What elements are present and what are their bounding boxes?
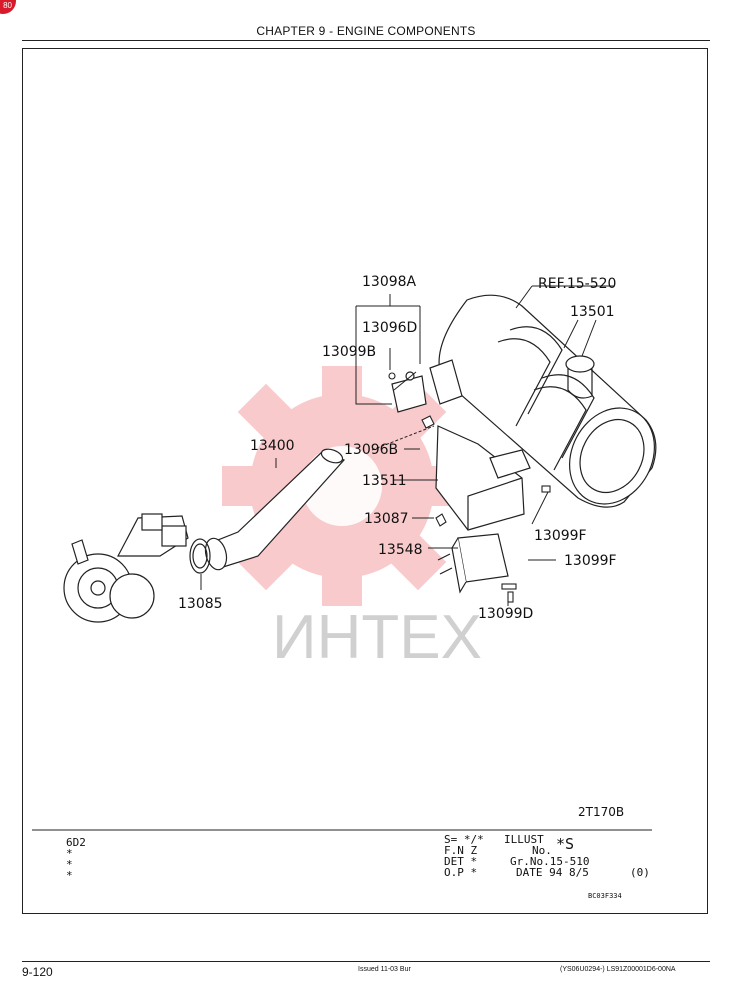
drawing-code: 2T170B xyxy=(578,805,624,819)
callout-13096B: 13096B xyxy=(344,442,398,458)
leader-lines xyxy=(200,285,614,606)
info-r1c: *S xyxy=(556,835,574,853)
info-r2b: No. xyxy=(532,844,552,857)
info-r2a: F.N Z xyxy=(444,844,477,857)
info-r4b: DATE 94 8/5 xyxy=(516,866,589,879)
callout-13400: 13400 xyxy=(250,438,295,454)
callout-13099D: 13099D xyxy=(478,606,533,622)
page-number: 9-120 xyxy=(22,965,53,979)
watermark-text: ИНТЕХ xyxy=(272,603,482,672)
info-r3b: Gr.No.15-510 xyxy=(510,855,589,868)
info-r3a: DET * xyxy=(444,855,477,868)
footer-serial: (YS06U0294-) LS91Z00001D6-00NA xyxy=(560,966,676,973)
callout-ref: REF.15-520 xyxy=(538,276,616,292)
info-code: BC03F334 xyxy=(588,892,622,900)
info-r1a: S= */* xyxy=(444,833,484,846)
parts-diagram: ИНТЕХ xyxy=(32,274,657,900)
info-left-4: * xyxy=(66,869,73,882)
info-left-1: 6D2 xyxy=(66,836,86,849)
muffler-drawing xyxy=(438,294,657,508)
callout-13099F-lower: 13099F xyxy=(564,553,617,569)
fasteners-drawing xyxy=(388,372,551,603)
info-r4c: (0) xyxy=(630,866,650,879)
callout-13501: 13501 xyxy=(570,304,615,320)
callout-13087: 13087 xyxy=(364,511,409,527)
info-left-2: * xyxy=(66,847,73,860)
footer-rule xyxy=(22,961,710,962)
gasket-drawing xyxy=(189,538,211,574)
bracket-drawing xyxy=(435,425,531,531)
callout-13548: 13548 xyxy=(378,542,423,558)
diagram-frame xyxy=(22,48,708,914)
callout-13098A: 13098A xyxy=(362,274,417,290)
page-header-title: CHAPTER 9 - ENGINE COMPONENTS xyxy=(256,24,476,38)
info-left-3: * xyxy=(66,858,73,871)
callout-13099F-upper: 13099F xyxy=(534,528,587,544)
callout-13096D: 13096D xyxy=(362,320,417,336)
pipe-drawing xyxy=(204,448,346,571)
callout-13099B: 13099B xyxy=(322,344,376,360)
footer-issued: Issued 11-03 Bur xyxy=(358,966,411,973)
callout-13085: 13085 xyxy=(178,596,223,612)
turbocharger-drawing xyxy=(63,513,189,623)
header-rule xyxy=(22,40,710,41)
info-r1b: ILLUST xyxy=(504,833,544,846)
corner-badge: 80 xyxy=(0,0,16,14)
info-r4a: O.P * xyxy=(444,866,477,879)
block-drawing xyxy=(437,533,509,594)
callout-13511: 13511 xyxy=(362,473,407,489)
